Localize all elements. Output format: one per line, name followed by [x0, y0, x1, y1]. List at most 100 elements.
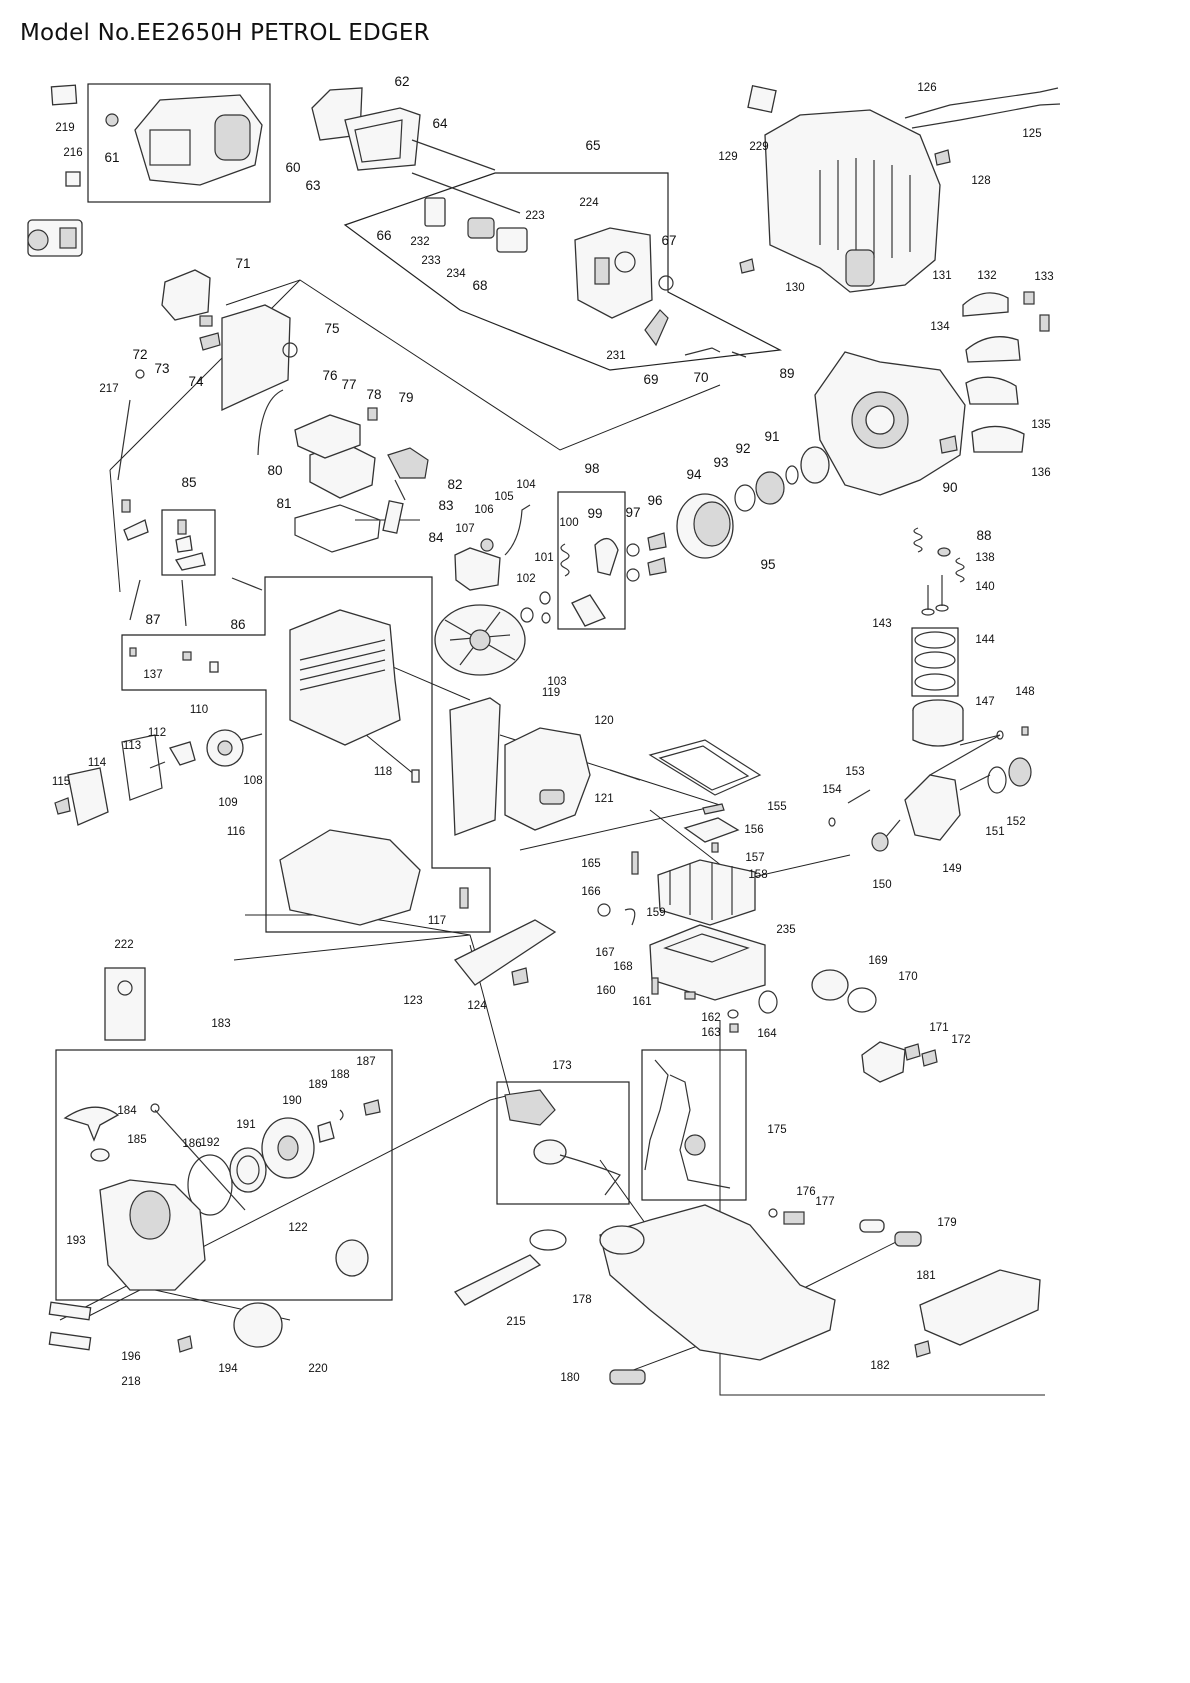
part-number-167: 167 — [595, 947, 614, 959]
part-number-155: 155 — [767, 801, 786, 813]
part-number-144: 144 — [975, 634, 995, 646]
part-number-181: 181 — [916, 1270, 935, 1282]
box-rings-144 — [911, 627, 959, 697]
part-number-217: 217 — [99, 383, 118, 395]
part-number-124: 124 — [467, 1000, 487, 1012]
part-number-120: 120 — [594, 715, 613, 727]
box-fuel-line-175 — [641, 1049, 747, 1201]
part-number-69: 69 — [643, 372, 658, 387]
part-number-182: 182 — [870, 1360, 889, 1372]
part-number-78: 78 — [366, 387, 381, 402]
part-number-220: 220 — [308, 1363, 327, 1375]
part-number-234: 234 — [446, 268, 466, 280]
part-number-65: 65 — [585, 138, 600, 153]
part-number-189: 189 — [308, 1079, 327, 1091]
part-number-154: 154 — [822, 784, 842, 796]
part-number-177: 177 — [815, 1196, 834, 1208]
part-number-171: 171 — [929, 1022, 948, 1034]
part-number-166: 166 — [581, 886, 600, 898]
part-number-149: 149 — [942, 863, 961, 875]
part-number-71: 71 — [235, 256, 250, 271]
part-number-231: 231 — [606, 350, 625, 362]
part-number-119: 119 — [542, 687, 560, 699]
part-number-192: 192 — [200, 1137, 219, 1149]
part-number-151: 151 — [985, 826, 1004, 838]
part-number-96: 96 — [647, 493, 662, 508]
part-drawings — [27, 84, 1061, 1385]
part-number-218: 218 — [121, 1376, 140, 1388]
part-number-97: 97 — [625, 505, 640, 520]
part-number-98: 98 — [584, 461, 599, 476]
part-number-223: 223 — [525, 210, 544, 222]
part-number-176: 176 — [796, 1186, 815, 1198]
part-number-82: 82 — [447, 477, 462, 492]
part-number-73: 73 — [154, 361, 169, 376]
part-number-60: 60 — [285, 160, 300, 175]
part-number-193: 193 — [66, 1235, 85, 1247]
part-number-84: 84 — [428, 530, 444, 545]
part-number-107: 107 — [455, 523, 474, 535]
part-number-91: 91 — [764, 429, 779, 444]
part-number-108: 108 — [243, 775, 262, 787]
diagram-title: Model No.EE2650H PETROL EDGER — [20, 20, 430, 46]
part-number-79: 79 — [398, 390, 413, 405]
part-number-113: 113 — [123, 740, 141, 752]
part-number-150: 150 — [872, 879, 891, 891]
part-number-191: 191 — [236, 1119, 255, 1131]
part-number-135: 135 — [1031, 419, 1050, 431]
part-number-170: 170 — [898, 971, 917, 983]
part-number-219: 219 — [55, 122, 74, 134]
part-number-83: 83 — [438, 498, 453, 513]
part-number-165: 165 — [581, 858, 600, 870]
part-number-61: 61 — [104, 150, 119, 165]
part-number-95: 95 — [760, 557, 775, 572]
part-number-137: 137 — [143, 669, 162, 681]
part-number-134: 134 — [930, 321, 950, 333]
part-number-187: 187 — [356, 1056, 375, 1068]
part-number-92: 92 — [735, 441, 750, 456]
part-number-112: 112 — [148, 727, 166, 739]
part-number-99: 99 — [587, 506, 602, 521]
part-number-132: 132 — [977, 270, 996, 282]
part-number-125: 125 — [1022, 128, 1041, 140]
part-number-161: 161 — [632, 996, 651, 1008]
part-number-186: 186 — [182, 1138, 201, 1150]
part-number-190: 190 — [282, 1095, 301, 1107]
part-number-85: 85 — [181, 475, 196, 490]
part-number-168: 168 — [613, 961, 632, 973]
part-number-157: 157 — [745, 852, 764, 864]
part-number-172: 172 — [951, 1034, 970, 1046]
part-number-233: 233 — [421, 255, 440, 267]
part-number-222: 222 — [114, 939, 133, 951]
part-number-196: 196 — [121, 1351, 140, 1363]
part-number-130: 130 — [785, 282, 804, 294]
part-number-110: 110 — [190, 704, 208, 716]
part-number-163: 163 — [701, 1027, 720, 1039]
part-number-86: 86 — [230, 617, 245, 632]
part-number-101: 101 — [534, 552, 553, 564]
part-number-74: 74 — [188, 374, 204, 389]
part-number-232: 232 — [410, 236, 429, 248]
part-number-184: 184 — [117, 1105, 137, 1117]
part-number-126: 126 — [917, 82, 936, 94]
part-number-72: 72 — [132, 347, 147, 362]
part-number-77: 77 — [341, 377, 356, 392]
part-number-115: 115 — [52, 776, 70, 788]
part-number-148: 148 — [1015, 686, 1034, 698]
part-number-62: 62 — [394, 74, 409, 89]
part-number-183: 183 — [211, 1018, 230, 1030]
box-cylinder-set — [121, 576, 491, 933]
box-rocker-85 — [161, 509, 216, 576]
part-number-64: 64 — [432, 116, 448, 131]
part-number-143: 143 — [872, 618, 891, 630]
part-number-180: 180 — [560, 1372, 579, 1384]
part-number-70: 70 — [693, 370, 708, 385]
group-boxes — [55, 83, 959, 1301]
part-number-93: 93 — [713, 455, 728, 470]
part-number-147: 147 — [975, 696, 994, 708]
part-number-105: 105 — [494, 491, 513, 503]
part-number-235: 235 — [776, 924, 795, 936]
part-number-102: 102 — [516, 573, 535, 585]
